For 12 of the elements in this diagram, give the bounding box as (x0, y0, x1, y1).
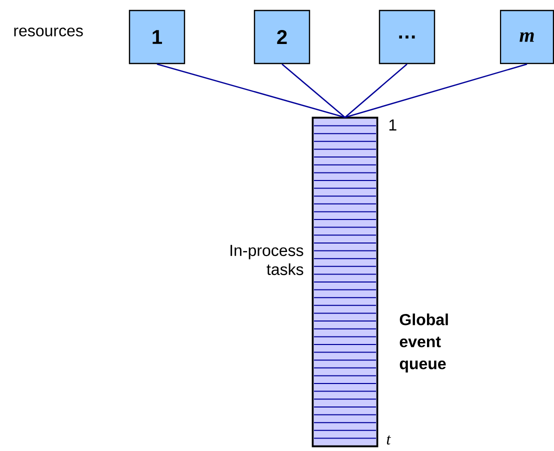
resource-box: 1 (128, 10, 186, 64)
resource-box: 2 (254, 10, 310, 64)
resource-box: m (500, 10, 554, 64)
connector-line (282, 64, 346, 118)
text-label: Global event queue (400, 314, 448, 372)
resource-box: … (378, 10, 436, 64)
text-label: resources (14, 28, 83, 36)
queue-bar (312, 116, 378, 448)
connector-line (156, 63, 346, 118)
connector-line (344, 63, 528, 118)
text-label: 1 (389, 120, 396, 130)
connector-line (344, 64, 408, 118)
